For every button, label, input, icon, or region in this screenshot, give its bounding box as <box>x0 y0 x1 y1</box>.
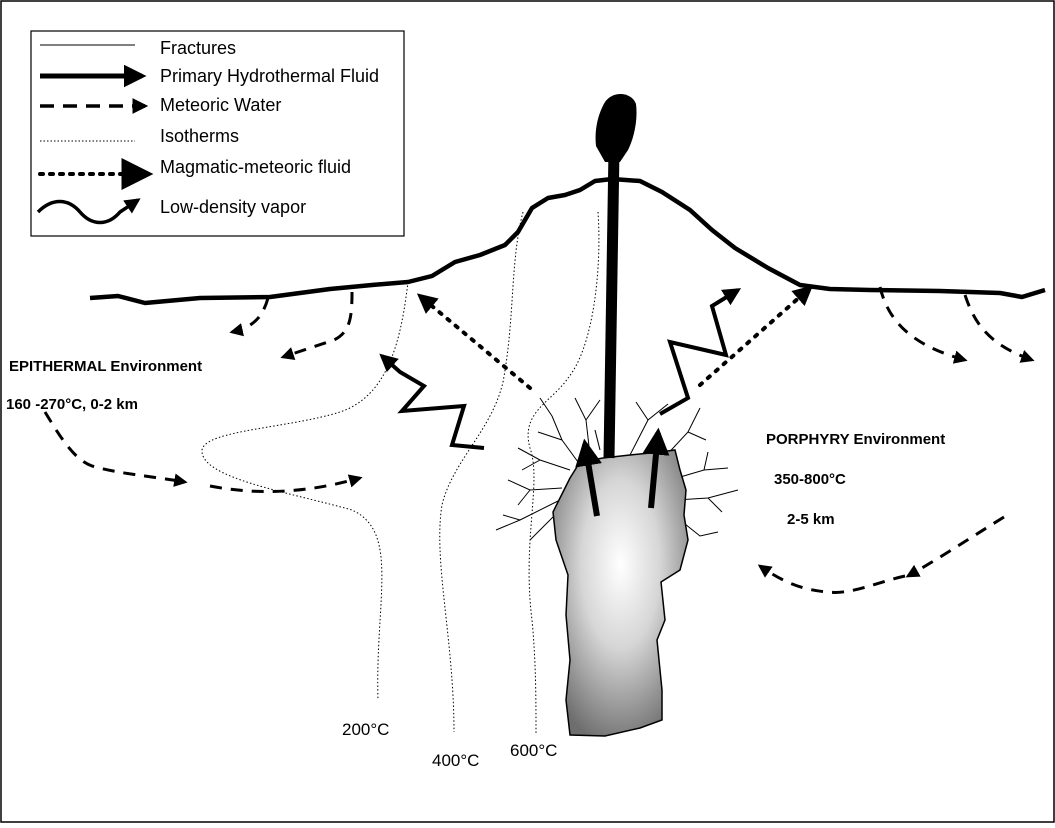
porphyry-temperature: 350-800°C <box>774 471 846 488</box>
legend-meteoric-label: Meteoric Water <box>160 95 281 115</box>
legend-fractures-label: Fractures <box>160 38 236 58</box>
epithermal-detail: 160 -270°C, 0-2 km <box>6 396 138 413</box>
isotherm-400-label: 400°C <box>432 751 479 770</box>
porphyry-depth: 2-5 km <box>787 511 835 528</box>
porphyry-title: PORPHYRY Environment <box>766 431 945 448</box>
feeder-conduit <box>609 150 614 458</box>
epithermal-title: EPITHERMAL Environment <box>9 358 202 375</box>
legend-magmatic-label: Magmatic-meteoric fluid <box>160 157 351 177</box>
isotherm-200-label: 200°C <box>342 720 389 739</box>
legend-isotherms-label: Isotherms <box>160 126 239 146</box>
legend-primary-label: Primary Hydrothermal Fluid <box>160 66 379 86</box>
legend: Fractures Primary Hydrothermal Fluid Met… <box>31 31 404 236</box>
legend-vapor-label: Low-density vapor <box>160 197 306 217</box>
isotherm-600-label: 600°C <box>510 741 557 760</box>
